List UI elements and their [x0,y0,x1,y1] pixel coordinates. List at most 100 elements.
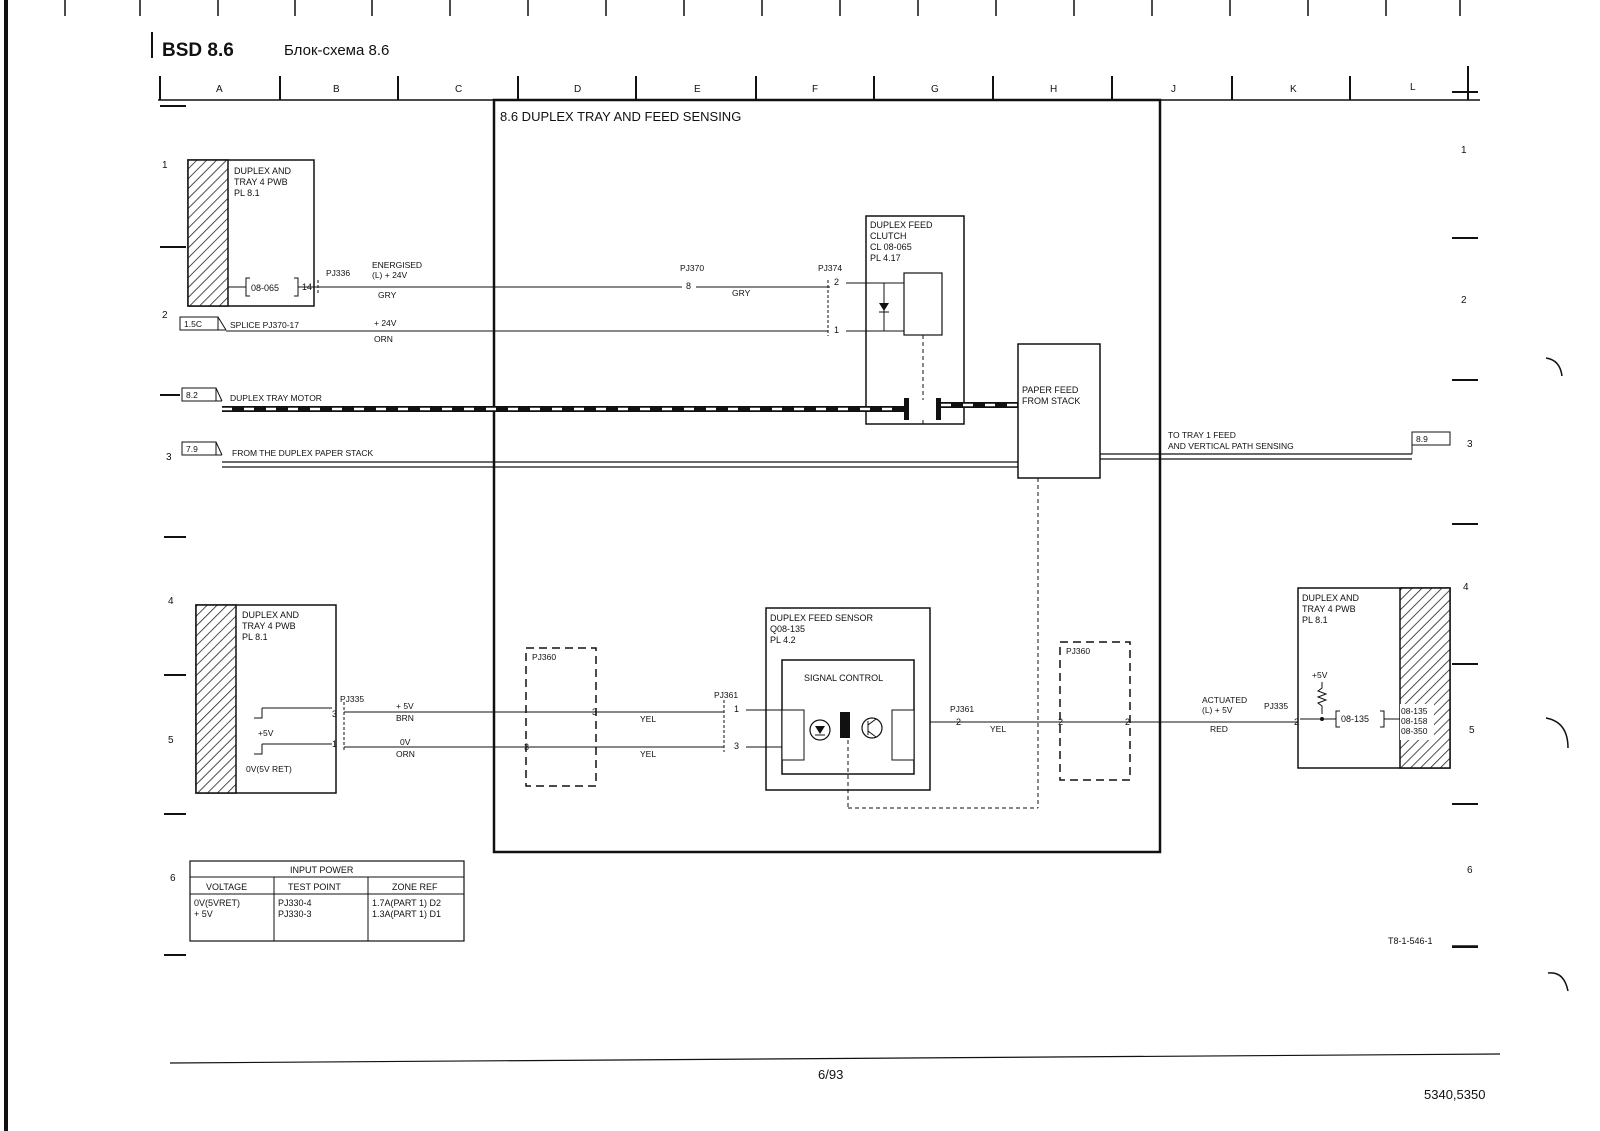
to-tray1-b: AND VERTICAL PATH SENSING [1168,441,1294,451]
pj360-right-label: PJ360 [1066,646,1090,656]
row-6-right: 6 [1467,865,1473,876]
sensor-line-3: PL 4.2 [770,635,796,645]
pj360-left: PJ360 3 3 [524,647,597,787]
pin-1-clutch: 1 [834,325,839,335]
splice-label: SPLICE PJ370-17 [230,320,299,330]
pwb-right: DUPLEX AND TRAY 4 PWB PL 8.1 +5V 08-135 … [1297,587,1451,769]
pj361-pin3: 3 [734,741,739,751]
table-cell-1-0: + 5V [194,909,213,919]
header-code: BSD 8.6 [162,40,234,61]
pj335-left-label: PJ335 [340,694,364,704]
clutch-line-2: CLUTCH [870,231,907,241]
main-box-title: 8.6 DUPLEX TRAY AND FEED SENSING [500,109,741,124]
table-cell-0-0: 0V(5VRET) [194,898,240,908]
pj335-right-label: PJ335 [1264,701,1288,711]
clutch-drive-wire: PJ336 ENERGISED (L) + 24V GRY PJ370 8 GR… [314,260,884,336]
table-header-voltage: VOLTAGE [206,882,247,892]
pin-1-pwb: 1 [332,739,337,749]
pwb-bottom-line-2: TRAY 4 PWB [242,621,296,631]
ref-8-2: 8.2 [186,390,198,400]
pj335-right-pin2: 2 [1294,717,1299,727]
ref-8-9: 8.9 [1416,434,1428,444]
figure-id: T8-1-546-1 [1388,936,1433,946]
pj374-label: PJ374 [818,263,842,273]
actuated-wire: ACTUATED (L) + 5V RED PJ335 2 [1130,695,1301,734]
zone-col-k: K [1290,84,1297,95]
yel-right: YEL [990,724,1006,734]
margin-marks [1545,357,1569,992]
zone-col-e: E [694,84,701,95]
v24-label: + 24V [374,318,397,328]
clutch-line-4: PL 4.17 [870,253,901,263]
signal-control-label: SIGNAL CONTROL [804,673,883,683]
top-tick-marks [64,0,1461,16]
to-tray1-a: TO TRAY 1 FEED [1168,430,1236,440]
gry-left: GRY [378,290,397,300]
zone-col-h: H [1050,84,1057,95]
pwb-top-line-3: PL 8.1 [234,188,260,198]
table-cell-0-1: PJ330-4 [278,898,312,908]
sensor-power-wires: PJ335 + 5V BRN 0V ORN [340,694,526,759]
input-power-table: INPUT POWER VOLTAGE TEST POINT ZONE REF … [189,860,465,942]
sensor-yel-wires: YEL YEL PJ361 1 3 [596,690,782,759]
pwb-right-line-1: DUPLEX AND [1302,593,1360,603]
orn-bottom: ORN [396,749,415,759]
zone-ruler: A B C D E F G H J K L [158,66,1480,101]
sensor-line-1: DUPLEX FEED SENSOR [770,613,874,623]
row-3-left: 3 [166,452,172,463]
pwb-right-code-3: 08-350 [1401,726,1428,736]
red-label: RED [1210,724,1228,734]
pj360-right-pin2b: 2 [1125,717,1130,727]
pj360-left-label: PJ360 [532,652,556,662]
pj361-left-label: PJ361 [714,690,738,700]
gry-right: GRY [732,288,751,298]
table-title: INPUT POWER [290,865,354,875]
pwb-bottom: DUPLEX AND TRAY 4 PWB PL 8.1 +5V 0V(5V R… [195,604,337,794]
pwb-right-code-1: 08-135 [1401,706,1428,716]
sensor-signal-wire: PJ361 2 YEL [950,704,1006,734]
pwb-right-line-3: PL 8.1 [1302,615,1328,625]
pin-2-clutch: 2 [834,277,839,287]
row-2-left: 2 [162,310,168,321]
duplex-feed-clutch: DUPLEX FEED CLUTCH CL 08-065 PL 4.17 [865,215,965,425]
zone-col-g: G [931,84,939,95]
row-2-right: 2 [1461,295,1467,306]
splice-wire: 1.5C SPLICE PJ370-17 + 24V ORN 1 [179,316,884,344]
pj360-left-pin3a: 3 [592,707,597,717]
pwb-bottom-5v: +5V [258,728,274,738]
pwb-top-line-1: DUPLEX AND [234,166,292,176]
paper-feed-block: PAPER FEED FROM STACK [1017,343,1101,479]
actuated-a: ACTUATED [1202,695,1247,705]
tray-motor-label: DUPLEX TRAY MOTOR [230,393,322,403]
pwb-top-line-2: TRAY 4 PWB [234,177,288,187]
pin-8: 8 [686,281,691,291]
header-subtitle: Блок-схема 8.6 [284,42,389,59]
zone-col-f: F [812,84,818,95]
paper-feed-line-2: FROM STACK [1022,396,1080,406]
zone-col-j: J [1171,84,1176,95]
pj361-right-pin2: 2 [956,717,961,727]
row-6-left: 6 [170,873,176,884]
row-4-left: 4 [168,596,174,607]
v5-label: + 5V [396,701,414,711]
pin-3-pwb: 3 [332,709,337,719]
clutch-line-3: CL 08-065 [870,242,912,252]
clutch-line-1: DUPLEX FEED [870,220,933,230]
yel-top: YEL [640,714,656,724]
row-3-right: 3 [1467,439,1473,450]
actuated-b: (L) + 5V [1202,705,1233,715]
pwb-right-5v: +5V [1312,670,1328,680]
ref-7-9: 7.9 [186,444,198,454]
zone-col-b: B [333,84,340,95]
footer-model: 5340,5350 [1424,1087,1485,1102]
pwb-bottom-ret: 0V(5V RET) [246,764,292,774]
right-row-markers: 1 2 3 4 5 6 [1452,91,1478,948]
pwb-bottom-line-1: DUPLEX AND [242,610,300,620]
table-cell-1-2: 1.3A(PART 1) D1 [372,909,441,919]
tray-motor-drive: 8.2 DUPLEX TRAY MOTOR [181,387,1018,424]
zone-col-l: L [1410,82,1416,93]
row-1-right: 1 [1461,145,1467,156]
pwb-bottom-line-3: PL 8.1 [242,632,268,642]
pwb-top-code: 08-065 [251,283,279,293]
footer-page: 6/93 [818,1067,843,1082]
